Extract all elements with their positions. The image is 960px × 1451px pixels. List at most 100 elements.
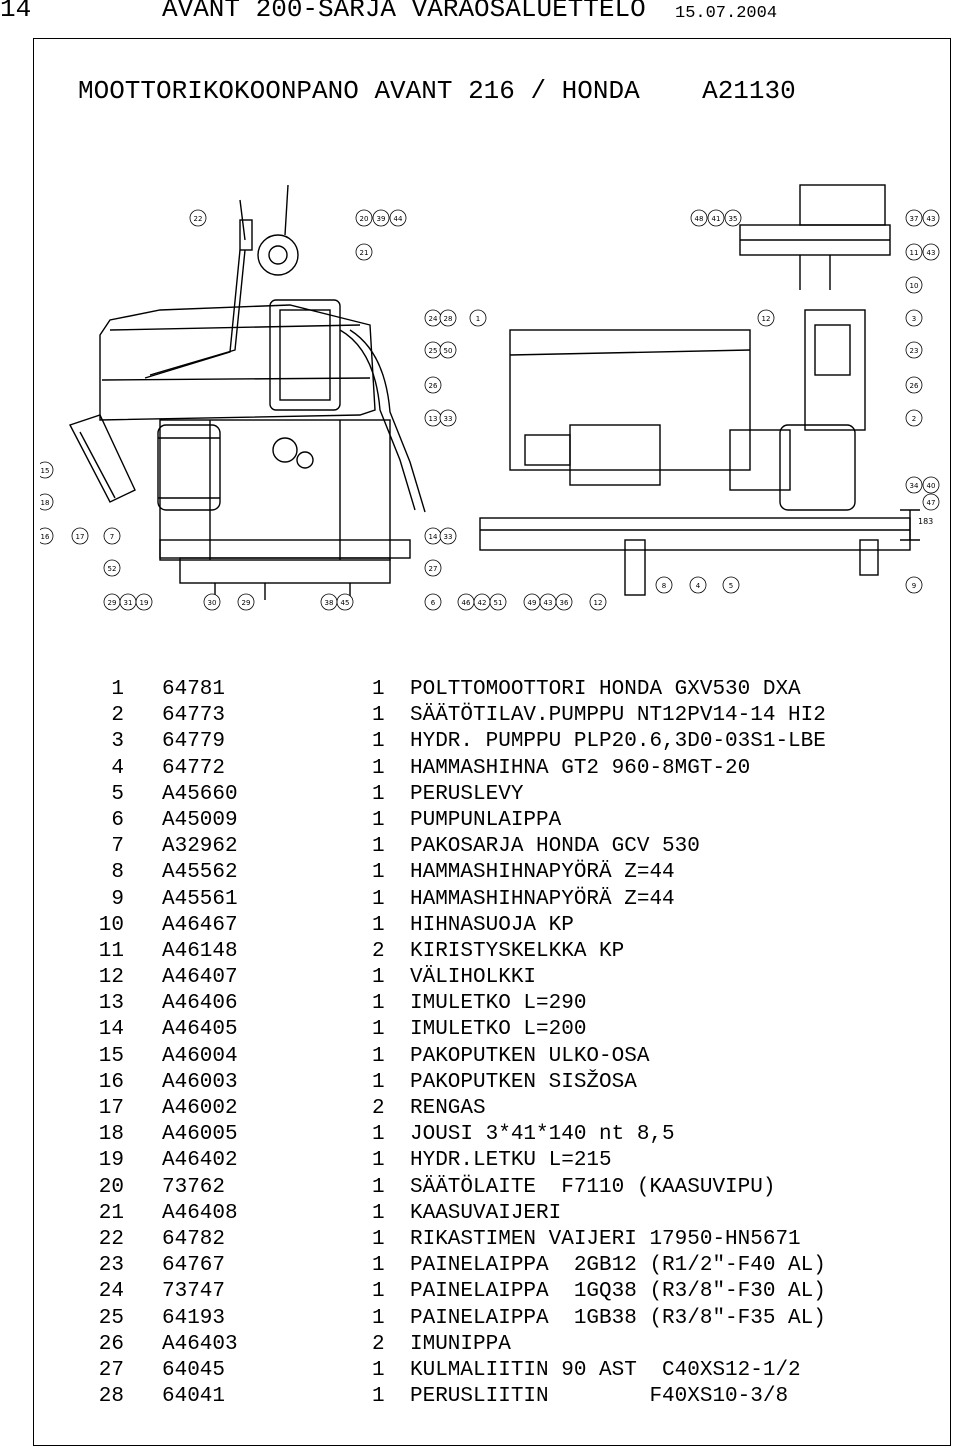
part-quantity: 1 <box>372 966 385 990</box>
part-number: 27 <box>98 1358 124 1382</box>
part-balloon: 14 <box>424 527 442 545</box>
part-balloon: 31 <box>119 593 137 611</box>
part-code: 64041 <box>162 1385 226 1409</box>
part-balloon: 26 <box>905 376 923 394</box>
page-frame <box>33 38 951 1446</box>
part-description: HIHNASUOJA KP <box>410 913 574 937</box>
part-quantity: 1 <box>372 1306 385 1330</box>
balloon-label: 40 <box>927 482 936 490</box>
balloon-label: 15 <box>41 467 50 475</box>
part-code: A46467 <box>162 913 238 937</box>
part-quantity: 1 <box>372 1358 385 1382</box>
part-code: 73747 <box>162 1280 226 1304</box>
balloon-label: 47 <box>927 499 936 507</box>
part-description: RENGAS <box>410 1097 486 1120</box>
part-description: HYDR.LETKU L=215 <box>410 1149 612 1173</box>
part-balloon: 49 <box>523 593 541 611</box>
part-balloon: 34 <box>905 476 923 494</box>
part-balloon: 37 <box>905 209 923 227</box>
part-number: 1 <box>111 678 124 701</box>
part-balloon: 10 <box>905 276 923 294</box>
part-quantity: 1 <box>372 704 385 728</box>
part-balloon: 9 <box>905 576 923 594</box>
part-balloon: 43 <box>922 243 940 261</box>
height-dimension-label: 183 <box>918 517 933 526</box>
part-balloon: 44 <box>389 209 407 227</box>
drawing-lines <box>69 184 920 600</box>
part-balloon: 33 <box>439 527 457 545</box>
part-code: A46005 <box>162 1123 238 1147</box>
part-description: IMULETKO L=200 <box>410 1018 587 1042</box>
part-code: A45009 <box>162 808 238 832</box>
part-code: 73762 <box>162 1175 226 1199</box>
part-balloon: 35 <box>724 209 742 227</box>
balloon-label: 46 <box>462 599 471 607</box>
part-number: 21 <box>98 1201 124 1225</box>
balloon-label: 6 <box>431 599 436 607</box>
balloon-label: 49 <box>528 599 537 607</box>
part-description: HYDR. PUMPPU PLP20.6,3D0-03S1-LBE <box>410 730 826 754</box>
part-balloon: 5 <box>722 576 740 594</box>
balloon-label: 12 <box>594 599 603 607</box>
balloon-label: 26 <box>910 382 919 390</box>
part-description: HAMMASHIHNAPYÖRÄ Z=44 <box>410 861 675 885</box>
part-quantity: 1 <box>372 1070 385 1094</box>
part-code: 64772 <box>162 756 226 780</box>
part-code: 64773 <box>162 704 226 728</box>
part-number: 17 <box>98 1097 124 1120</box>
part-description: PAKOPUTKEN ULKO-OSA <box>410 1044 650 1068</box>
part-number: 8 <box>111 861 124 885</box>
balloon-label: 8 <box>662 582 666 590</box>
part-balloon: 6 <box>424 593 442 611</box>
balloon-label: 11 <box>910 249 919 257</box>
balloon-label: 44 <box>394 215 403 223</box>
part-balloon: 45 <box>336 593 354 611</box>
part-balloon: 43 <box>922 209 940 227</box>
part-quantity: 1 <box>372 992 385 1016</box>
part-code: A46002 <box>162 1097 238 1120</box>
balloon-label: 33 <box>444 415 453 423</box>
part-number: 22 <box>98 1227 124 1251</box>
page-number: 14 <box>0 0 32 24</box>
part-number: 3 <box>111 730 124 754</box>
part-code: 64193 <box>162 1306 226 1330</box>
part-balloon: 13 <box>424 409 442 427</box>
part-quantity: 1 <box>372 1175 385 1199</box>
part-balloon: 26 <box>424 376 442 394</box>
part-balloon: 16 <box>40 527 54 545</box>
balloon-label: 51 <box>494 599 503 607</box>
part-balloon: 15 <box>40 461 54 479</box>
part-code: A46004 <box>162 1044 238 1068</box>
part-number: 5 <box>111 782 124 806</box>
part-balloon: 46 <box>457 593 475 611</box>
part-description: SÄÄTÖLAITE F7110 (KAASUVIPU) <box>410 1175 776 1199</box>
part-code: A45561 <box>162 887 238 911</box>
part-balloon: 20 <box>355 209 373 227</box>
part-balloon: 52 <box>103 559 121 577</box>
part-number: 6 <box>111 808 124 832</box>
part-number: 28 <box>98 1385 124 1409</box>
part-description: PAINELAIPPA 2GB12 (R1/2"-F40 AL) <box>410 1254 826 1278</box>
part-balloon: 36 <box>555 593 573 611</box>
balloon-label: 10 <box>910 282 919 290</box>
part-quantity: 1 <box>372 913 385 937</box>
balloon-label: 28 <box>444 315 453 323</box>
part-balloon: 51 <box>489 593 507 611</box>
part-description: POLTTOMOOTTORI HONDA GXV530 DXA <box>410 678 801 701</box>
balloon-label: 48 <box>695 215 704 223</box>
part-description: HAMMASHIHNA GT2 960-8MGT-20 <box>410 756 751 780</box>
balloon-label: 30 <box>208 599 217 607</box>
